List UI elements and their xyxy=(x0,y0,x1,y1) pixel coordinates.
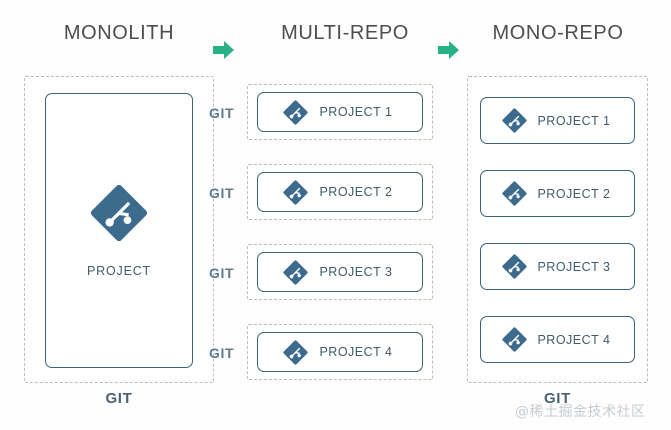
mono-repo-project-label-3: PROJECT 3 xyxy=(537,259,611,274)
multi-repo-box-4[interactable]: PROJECT 4 xyxy=(257,332,423,372)
arrow-right-icon xyxy=(213,41,234,59)
mono-repo-chip-content-4: PROJECT 4 xyxy=(502,327,612,352)
git-logo-icon xyxy=(502,181,528,206)
header-multi-repo: MULTI-REPO xyxy=(281,21,409,44)
watermark: @稀土掘金技术社区 xyxy=(515,404,646,420)
mono-repo-chip-content-2: PROJECT 2 xyxy=(502,181,612,206)
git-logo-icon xyxy=(502,327,528,352)
mono-repo-box-1[interactable]: PROJECT 1 xyxy=(480,97,635,144)
multi-repo-git-label-2: GIT xyxy=(209,185,235,201)
git-logo-icon xyxy=(283,339,309,365)
mono-repo-box-4[interactable]: PROJECT 4 xyxy=(480,316,635,363)
mono-repo-chip-content-1: PROJECT 1 xyxy=(502,108,612,133)
git-logo-icon xyxy=(283,99,309,125)
header-mono-repo: MONO-REPO xyxy=(492,21,624,44)
arrow-right-icon xyxy=(438,41,459,59)
mono-repo-project-label-2: PROJECT 2 xyxy=(537,186,611,201)
diagram-header-row: MONOLITH MULTI-REPO MONO-REPO xyxy=(0,16,671,59)
multi-repo-project-label-4: PROJECT 4 xyxy=(319,345,393,359)
multi-repo-project-label-1: PROJECT 1 xyxy=(319,105,393,119)
mono-repo-box-3[interactable]: PROJECT 3 xyxy=(480,243,635,290)
monolith-git-caption: GIT xyxy=(105,390,133,407)
mono-repo-project-label-1: PROJECT 1 xyxy=(537,113,611,128)
git-logo-icon xyxy=(502,108,528,133)
multi-repo-git-label-1: GIT xyxy=(209,105,235,121)
git-logo-icon xyxy=(283,179,309,205)
multi-repo-chip-content-2: PROJECT 2 xyxy=(283,179,396,205)
multi-repo-project-label-3: PROJECT 3 xyxy=(319,265,393,279)
multi-repo-chip-content-1: PROJECT 1 xyxy=(283,99,396,125)
monolith-project-label: PROJECT xyxy=(87,263,151,278)
mono-repo-chip-content-3: PROJECT 3 xyxy=(502,254,612,279)
mono-repo-box-2[interactable]: PROJECT 2 xyxy=(480,170,635,217)
git-logo-icon xyxy=(90,184,148,241)
multi-repo-box-1[interactable]: PROJECT 1 xyxy=(257,92,423,132)
multi-repo-git-label-3: GIT xyxy=(209,265,235,281)
multi-repo-chip-content-4: PROJECT 4 xyxy=(283,339,396,365)
git-logo-icon xyxy=(502,254,528,279)
header-monolith: MONOLITH xyxy=(63,21,175,44)
mono-repo-project-label-4: PROJECT 4 xyxy=(537,332,611,347)
multi-repo-box-2[interactable]: PROJECT 2 xyxy=(257,172,423,212)
mono-repo-git-caption: GIT xyxy=(543,390,572,407)
git-logo-icon xyxy=(283,259,309,285)
multi-repo-chip-content-3: PROJECT 3 xyxy=(283,259,396,285)
multi-repo-box-3[interactable]: PROJECT 3 xyxy=(257,252,423,292)
multi-repo-project-label-2: PROJECT 2 xyxy=(319,185,393,199)
multi-repo-git-label-4: GIT xyxy=(209,345,235,361)
monolith-project-content: PROJECT xyxy=(45,93,193,368)
